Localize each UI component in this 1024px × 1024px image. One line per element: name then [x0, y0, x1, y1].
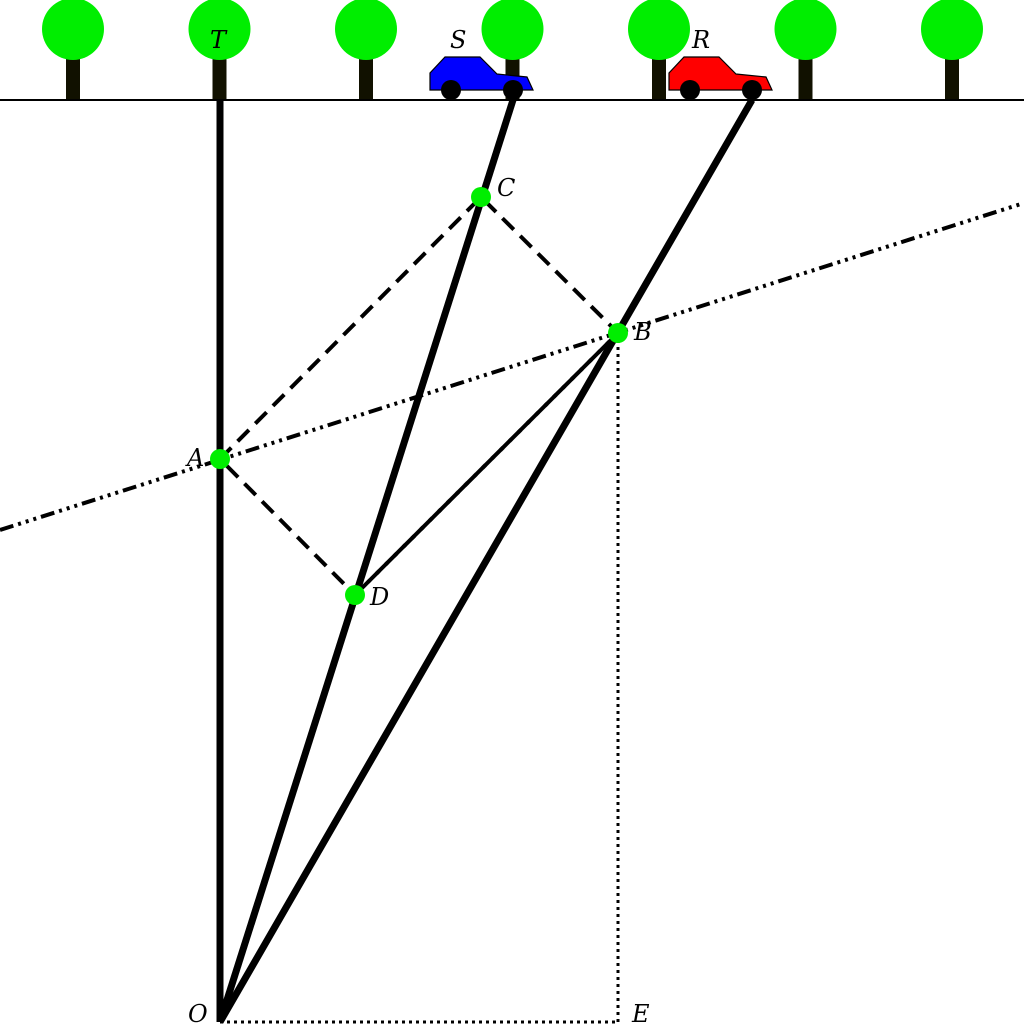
- tree-trunk: [212, 55, 227, 100]
- tree: [42, 0, 104, 100]
- label-d: D: [369, 583, 389, 611]
- tree-canopy: [921, 0, 983, 60]
- point-d: [345, 585, 365, 605]
- car-r-wheel: [680, 80, 700, 100]
- label-b: B: [633, 318, 652, 346]
- tree-trunk: [798, 55, 813, 100]
- tree: [774, 0, 837, 100]
- car-r-wheel: [742, 80, 762, 100]
- label-t: T: [210, 26, 228, 54]
- tree-trunk: [66, 55, 80, 100]
- label-c: C: [497, 174, 515, 202]
- line-or: [216, 98, 756, 1024]
- tree-canopy: [628, 0, 690, 60]
- tree: [921, 0, 983, 100]
- tree-canopy: [481, 0, 544, 60]
- tree-canopy: [188, 0, 251, 60]
- tree: [188, 0, 251, 100]
- label-r: R: [691, 26, 710, 54]
- car-s-wheel: [441, 80, 461, 100]
- tree-canopy: [42, 0, 104, 60]
- tree-canopy: [335, 0, 397, 60]
- point-c: [471, 187, 491, 207]
- car-r: [668, 56, 773, 100]
- tree: [335, 0, 397, 100]
- tree-trunk: [945, 55, 959, 100]
- label-s: S: [450, 26, 466, 54]
- tree-trunk: [652, 55, 666, 100]
- label-a: A: [185, 444, 204, 472]
- label-o: O: [188, 1000, 208, 1024]
- diagonal-bd: [353, 331, 620, 597]
- line-ab-extended: [0, 201, 1024, 532]
- car-s: [429, 56, 534, 100]
- tree-canopy: [774, 0, 837, 60]
- point-a: [210, 449, 230, 469]
- tree-trunk: [359, 55, 373, 100]
- car-s-wheel: [503, 80, 523, 100]
- line-os: [216, 98, 517, 1024]
- point-b: [608, 323, 628, 343]
- tree: [628, 0, 690, 100]
- label-e: E: [631, 1000, 650, 1024]
